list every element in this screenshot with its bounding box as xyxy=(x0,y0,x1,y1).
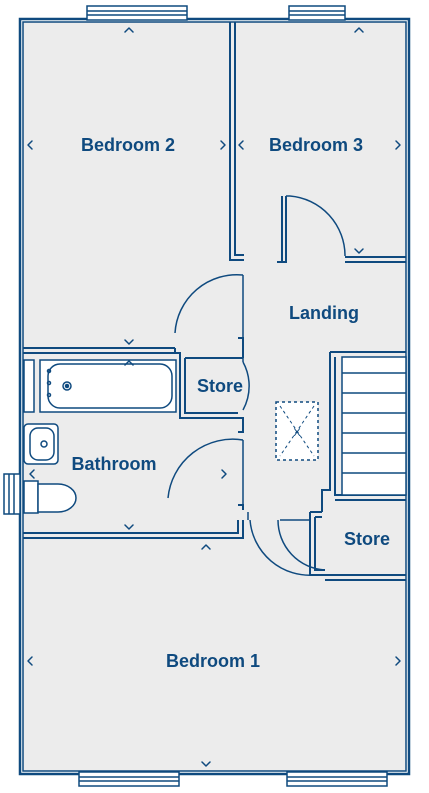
window-bedroom2 xyxy=(86,5,188,21)
dimension-arrows xyxy=(27,27,401,767)
window-bathroom xyxy=(3,473,21,515)
basin xyxy=(23,423,59,465)
bath xyxy=(23,359,177,413)
doors xyxy=(167,195,346,576)
room-label-landing: Landing xyxy=(289,303,359,323)
room-label-bedroom-1: Bedroom 1 xyxy=(166,651,260,671)
toilet xyxy=(23,480,77,514)
stairs xyxy=(341,356,407,496)
room-label-bathroom: Bathroom xyxy=(72,454,157,474)
room-label-bedroom-2: Bedroom 2 xyxy=(81,135,175,155)
internal-walls xyxy=(23,22,406,581)
room-label-store-right: Store xyxy=(344,529,390,549)
window-bedroom3 xyxy=(288,5,346,21)
window-bedroom1-left xyxy=(78,771,180,787)
loft-hatch: X xyxy=(275,401,319,461)
loft-hatch-mark: X xyxy=(293,427,301,439)
room-label-store-middle: Store xyxy=(197,376,243,396)
room-label-bedroom-3: Bedroom 3 xyxy=(269,135,363,155)
windows xyxy=(3,5,388,787)
window-bedroom1-right xyxy=(286,771,388,787)
